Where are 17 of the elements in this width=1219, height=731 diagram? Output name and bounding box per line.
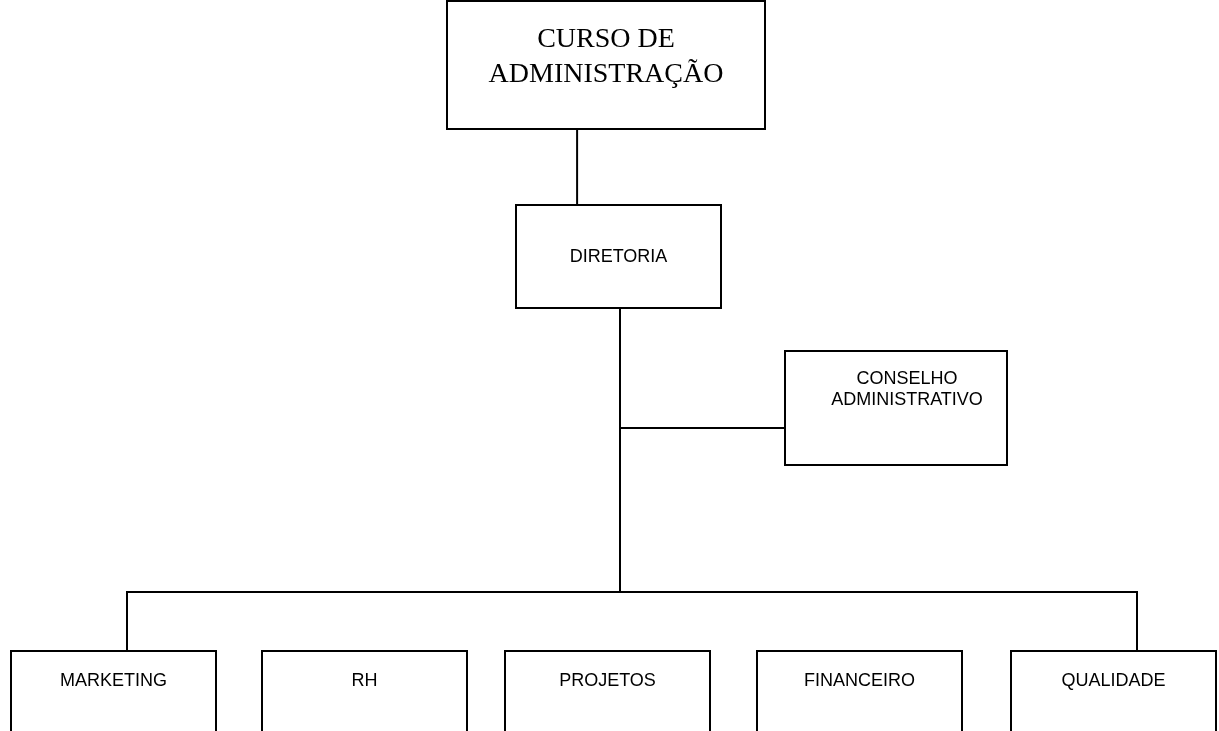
org-box (10, 650, 217, 731)
box-label: DIRETORIA (568, 246, 669, 267)
box-label: QUALIDADE (1060, 670, 1167, 691)
box-label: FINANCEIRO (803, 670, 916, 691)
box-label: RH (350, 670, 379, 691)
box-label: MARKETING (59, 670, 168, 691)
org-box (504, 650, 711, 731)
org-box (446, 0, 766, 130)
box-label: PROJETOS (558, 670, 657, 691)
box-label: CURSO DE ADMINISTRAÇÃO (487, 21, 725, 90)
org-box (261, 650, 468, 731)
org-box (756, 650, 963, 731)
box-label: CONSELHO ADMINISTRATIVO (830, 368, 984, 410)
org-box (1010, 650, 1217, 731)
org-box (515, 204, 722, 309)
org-box (784, 350, 1008, 466)
connector-line (576, 129, 579, 205)
